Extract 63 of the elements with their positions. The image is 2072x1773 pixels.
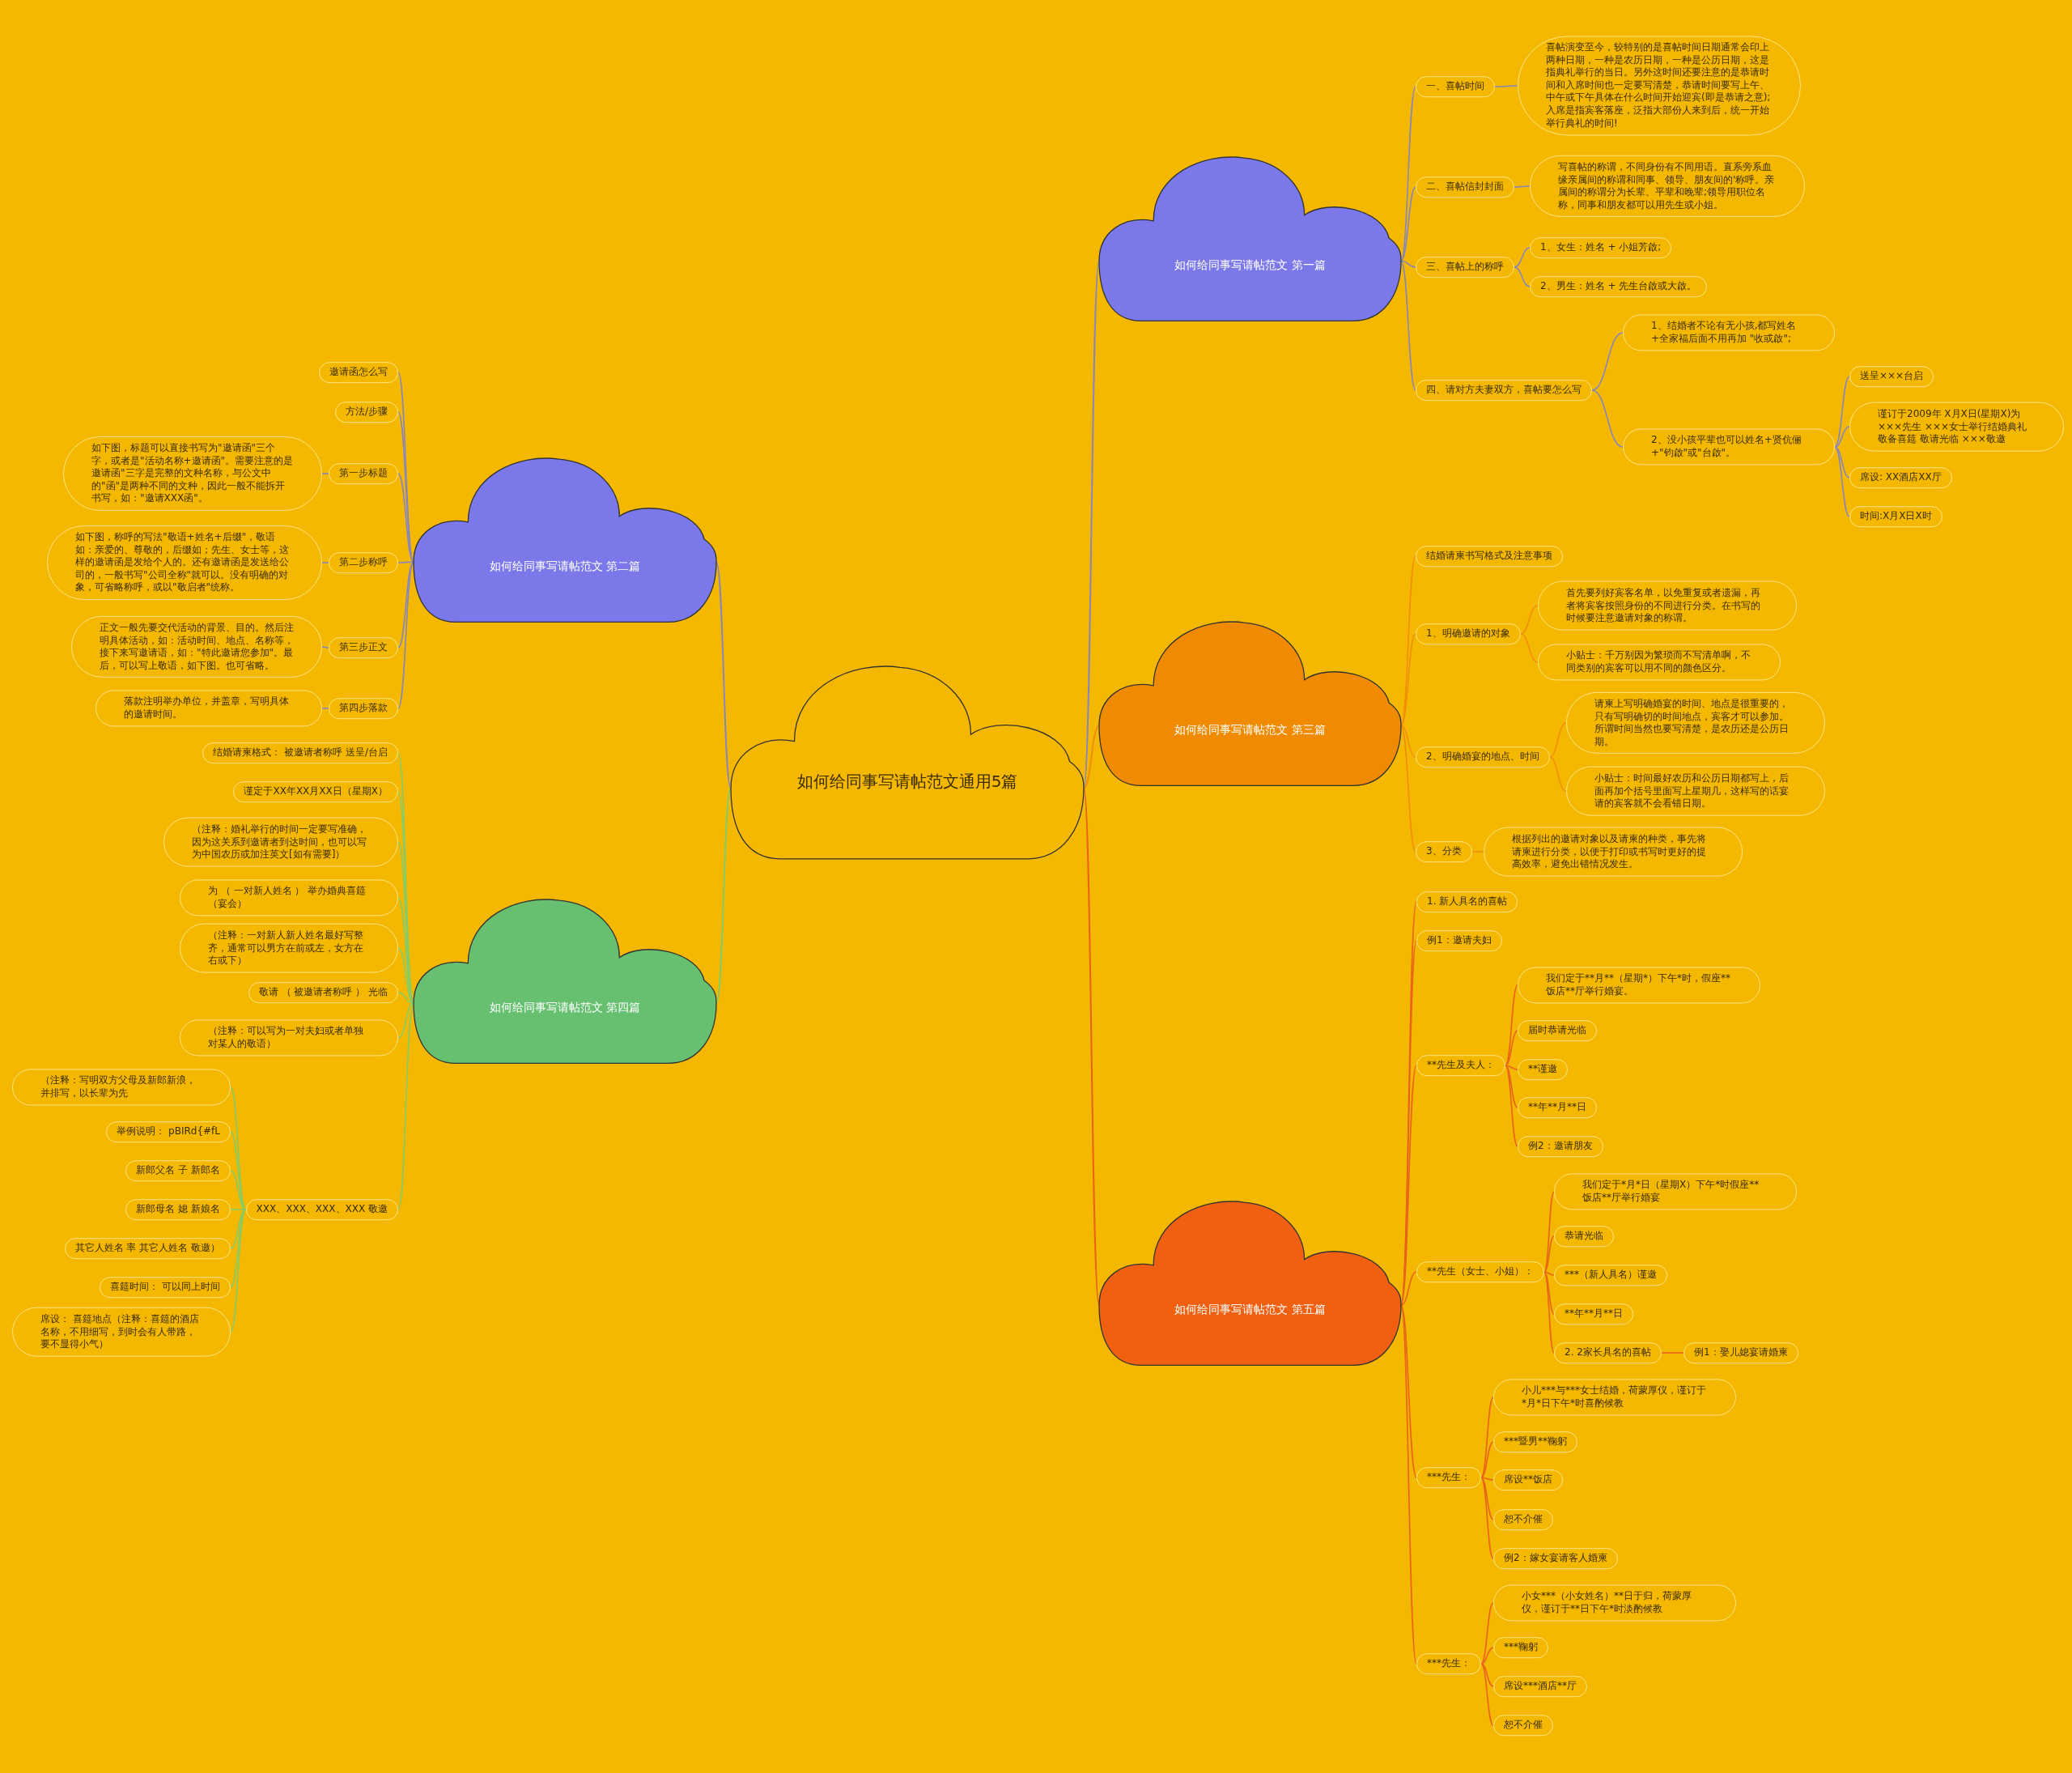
topic-label: 如何给同事写请帖范文 第五篇 [1174,1302,1327,1317]
connector-line [1543,1271,1555,1354]
connector-line [397,1002,414,1039]
connector-line [1480,1397,1494,1478]
connector-line [1519,605,1539,635]
topic-label: 如何给同事写请帖范文 第二篇 [488,559,642,574]
connector-line [1543,1271,1555,1315]
connector-line [1400,1304,1417,1478]
connector-line [1480,1602,1494,1665]
connector-line [1480,1663,1494,1687]
connector-line [1480,1663,1494,1726]
connector-line [1494,85,1518,87]
connector-line [1505,984,1518,1066]
connector-line [1834,376,1850,448]
connector-line [1480,1477,1494,1481]
connector-line [1661,1352,1684,1354]
connector-line [1548,756,1567,792]
connector-line [321,646,329,648]
connector-line [397,992,414,1004]
connector-line [1505,1065,1518,1147]
connector-line [1083,725,1100,789]
connector-line [1400,1271,1417,1306]
connector-line [1480,1477,1494,1520]
connector-line [1505,1065,1518,1070]
connector-line [1480,1441,1494,1478]
connector-line [230,1209,247,1333]
topic-label: 如何给同事写请帖范文 第一篇 [1174,257,1327,273]
connector-line [1480,1477,1494,1559]
connector-line [1519,633,1539,663]
connector-line [1505,1065,1518,1108]
connector-line [1400,633,1416,726]
connector-line [1480,1647,1494,1665]
connector-line [397,947,414,1004]
topic-label: 如何给同事写请帖范文通用5篇 [796,770,1019,793]
connector-line [397,473,414,563]
connector-line [1591,389,1624,448]
connector-line [1514,266,1531,287]
connector-line [321,708,329,709]
connector-line [230,1131,247,1210]
connector-line [230,1209,247,1288]
connector-line [1834,426,1850,448]
connector-line [1591,332,1624,391]
connector-line [1505,1030,1518,1066]
connector-line [1471,851,1484,852]
connector-line [1514,247,1531,268]
connector-line [1543,1235,1555,1273]
connector-line [397,561,414,648]
connector-line [230,1170,247,1210]
connector-line [1400,186,1416,261]
connector-line [397,561,414,563]
connector-line [230,1209,247,1249]
connector-line [1548,722,1567,758]
connector-line [321,473,329,474]
connector-line [1834,446,1850,478]
connector-line [1543,1271,1555,1276]
connector-line [1400,260,1416,268]
topic-label: 如何给同事写请帖范文 第三篇 [1174,722,1327,738]
connector-line [321,562,329,563]
connector-line [1400,725,1416,758]
connector-line [1834,446,1850,517]
topic-label: 如何给同事写请帖范文 第四篇 [488,1000,642,1015]
connector-line [1514,185,1531,188]
connector-line [1400,260,1416,391]
